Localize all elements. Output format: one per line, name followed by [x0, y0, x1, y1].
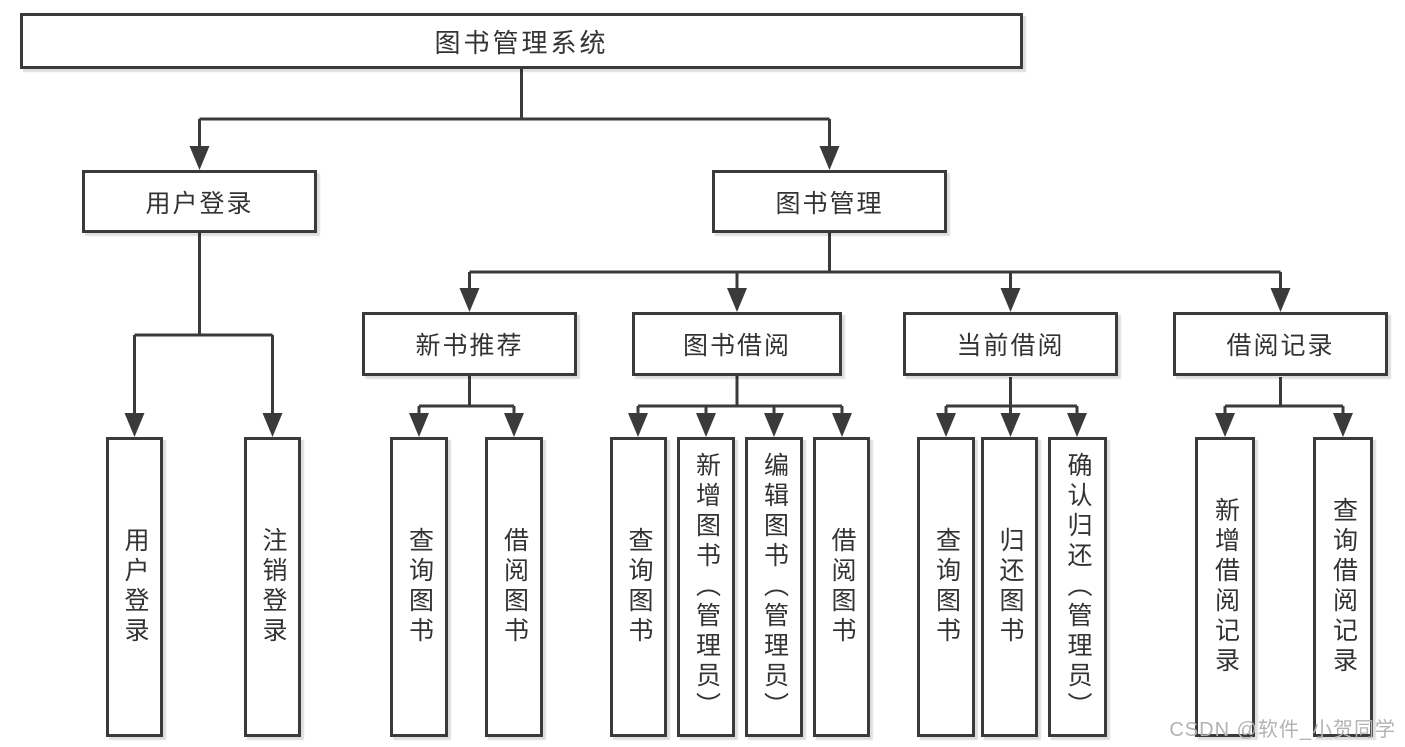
leaf-borrow-books: 借阅图书	[813, 437, 870, 737]
leaf-edit-books-admin: 编辑图书（管理员）	[745, 437, 803, 737]
node-library-management-system: 图书管理系统	[20, 13, 1023, 69]
leaf-current-query-books: 查询图书	[917, 437, 975, 737]
leaf-logout-login: 注销登录	[244, 437, 301, 737]
watermark: CSDN @软件_小贺同学	[1169, 719, 1396, 741]
node-book-management: 图书管理	[712, 170, 947, 233]
leaf-recommend-borrow-books: 借阅图书	[485, 437, 543, 737]
leaf-recommend-query-books: 查询图书	[390, 437, 448, 737]
leaf-confirm-return-admin: 确认归还（管理员）	[1048, 437, 1107, 737]
leaf-query-borrow-record: 查询借阅记录	[1313, 437, 1373, 737]
node-borrowing-records: 借阅记录	[1173, 312, 1388, 376]
leaf-add-books-admin: 新增图书（管理员）	[677, 437, 735, 737]
leaf-borrowing-query-books: 查询图书	[610, 437, 667, 737]
leaf-return-books: 归还图书	[981, 437, 1038, 737]
leaf-user-login: 用户登录	[106, 437, 163, 737]
node-new-book-recommend: 新书推荐	[362, 312, 577, 376]
leaf-add-borrow-record: 新增借阅记录	[1195, 437, 1255, 737]
node-current-borrowing: 当前借阅	[903, 312, 1118, 376]
node-user-login: 用户登录	[82, 170, 317, 233]
node-book-borrowing: 图书借阅	[632, 312, 842, 376]
